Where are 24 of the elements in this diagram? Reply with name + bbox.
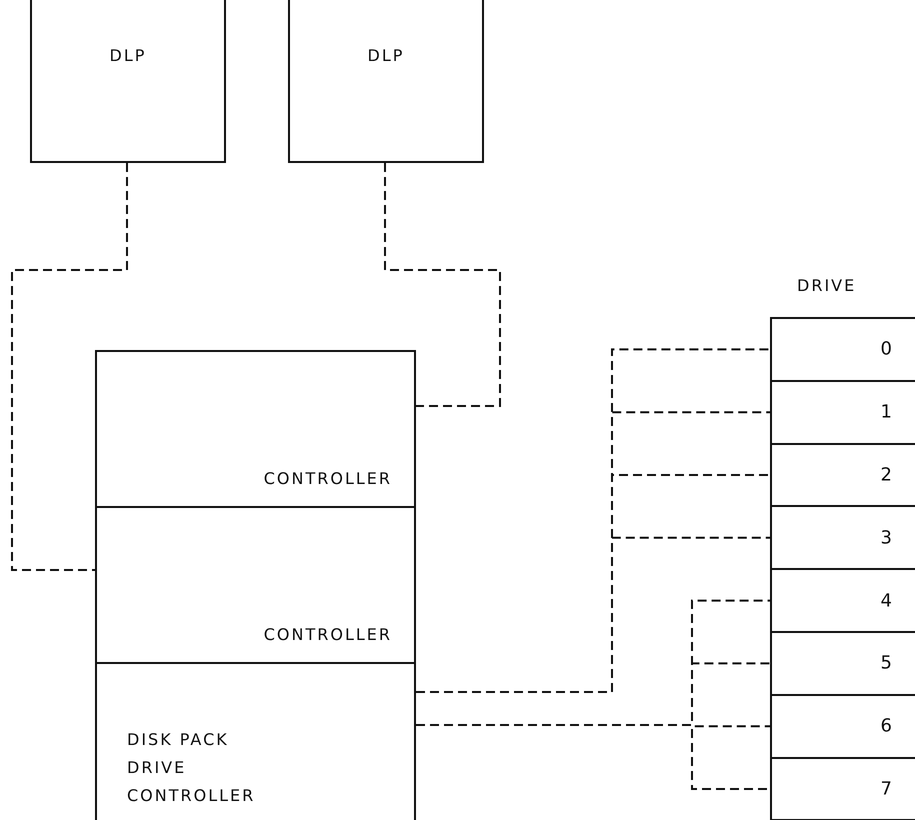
controller-box (95, 506, 416, 664)
drive-number: 4 (880, 590, 894, 612)
cable-line (384, 163, 501, 407)
box-label: DLP (366, 46, 406, 65)
drive-number: 7 (880, 778, 894, 800)
box-label: CONTROLLER (264, 625, 392, 644)
box-label: DLP (108, 46, 148, 65)
drive-number: 1 (880, 402, 894, 423)
drive-number: 6 (880, 716, 894, 737)
controller-box (95, 662, 416, 820)
drive-number: 0 (880, 338, 894, 360)
cable-line (416, 724, 770, 790)
column-heading: DRIVE (797, 276, 856, 295)
box-label: DISK PACK DRIVE CONTROLLER (127, 729, 256, 807)
cable-line (11, 163, 128, 571)
drive-box (770, 756, 915, 820)
drive-box (770, 317, 915, 382)
drive-number: 5 (880, 652, 894, 674)
box-label: CONTROLLER (264, 469, 392, 488)
controller-box (95, 350, 416, 508)
processor-box (288, 0, 484, 163)
processor-box (30, 0, 226, 163)
drive-number: 3 (880, 527, 894, 548)
drive-number: 2 (880, 464, 894, 486)
